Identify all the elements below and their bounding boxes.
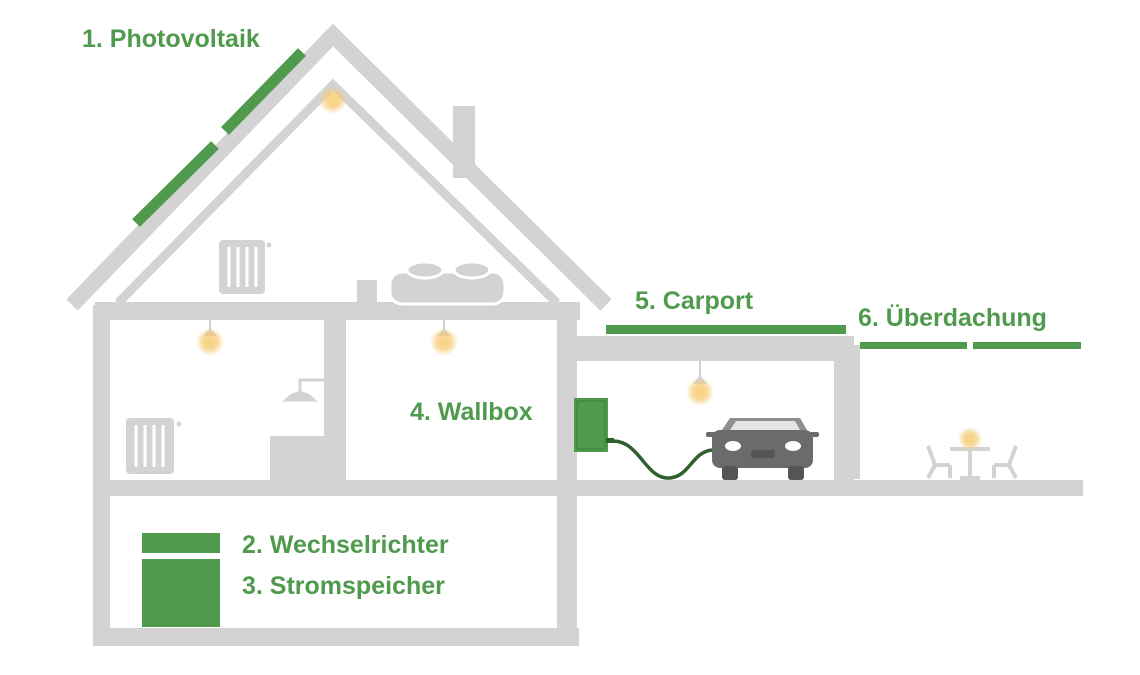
label-wechselrichter: 2. Wechselrichter bbox=[242, 531, 449, 559]
carport-solar-panel bbox=[606, 325, 846, 334]
photovoltaic-panels bbox=[132, 48, 306, 227]
ceiling-lamp-icon bbox=[686, 361, 714, 406]
battery-storage-box bbox=[142, 559, 220, 627]
interior-wall bbox=[324, 318, 346, 493]
carport-beam bbox=[575, 336, 851, 361]
pv-panel-upper bbox=[221, 48, 306, 135]
canopy-solar-panel bbox=[860, 342, 967, 349]
wallbox-icon bbox=[574, 398, 614, 452]
charging-cable bbox=[611, 439, 713, 480]
carport-structure bbox=[575, 336, 1083, 496]
ceiling-lamp-icon bbox=[196, 320, 224, 356]
terrace-post bbox=[852, 345, 860, 479]
house-structure bbox=[66, 23, 612, 646]
pv-panel-lower bbox=[132, 141, 219, 227]
canopy-solar-panel bbox=[973, 342, 1081, 349]
ground-floor bbox=[93, 480, 579, 496]
sofa-icon bbox=[388, 260, 507, 306]
label-stromspeicher: 3. Stromspeicher bbox=[242, 572, 445, 600]
attic-floor bbox=[95, 302, 580, 320]
ceiling-lamp-icon bbox=[430, 320, 458, 356]
label-ueberdachung: 6. Überdachung bbox=[858, 303, 1047, 332]
radiator-icon bbox=[126, 418, 182, 474]
car-icon bbox=[706, 418, 819, 480]
carport-post bbox=[834, 336, 854, 482]
label-wallbox: 4. Wallbox bbox=[410, 398, 533, 426]
radiator-icon bbox=[219, 240, 272, 294]
shower-icon bbox=[282, 378, 324, 402]
ceiling-lamp-icon bbox=[319, 86, 347, 114]
inverter-box bbox=[142, 533, 220, 553]
ceiling-lamp-icon bbox=[958, 427, 982, 451]
label-photovoltaik: 1. Photovoltaik bbox=[82, 25, 260, 53]
roof-inner bbox=[114, 78, 561, 307]
left-wall bbox=[93, 305, 110, 645]
basement-floor bbox=[93, 628, 579, 646]
attic-box bbox=[357, 280, 377, 304]
stair-block bbox=[270, 436, 326, 482]
label-carport: 5. Carport bbox=[635, 287, 754, 315]
roof bbox=[66, 23, 612, 311]
ground-line bbox=[575, 480, 1083, 496]
